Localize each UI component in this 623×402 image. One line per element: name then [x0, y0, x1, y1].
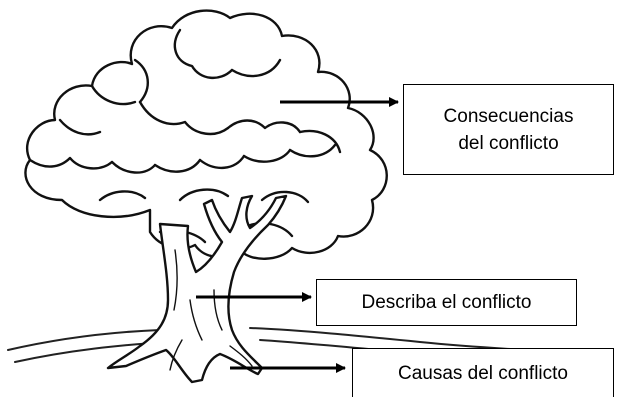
conflict-label-box: Describa el conflicto: [316, 279, 577, 326]
tree-canopy: [24, 9, 388, 260]
consequences-label-box: Consecuencias del conflicto: [403, 84, 614, 175]
consequences-label-line-1: Consecuencias: [443, 105, 574, 127]
tree-trunk: [106, 194, 288, 384]
consequences-label-line-2: del conflicto: [458, 132, 559, 154]
consequences-label: Consecuencias del conflicto: [444, 103, 574, 157]
causes-label: Causas del conflicto: [397, 362, 569, 384]
conflict-label: Describa el conflicto: [361, 292, 532, 313]
causes-label-box: Causas del conflicto: [352, 348, 614, 397]
